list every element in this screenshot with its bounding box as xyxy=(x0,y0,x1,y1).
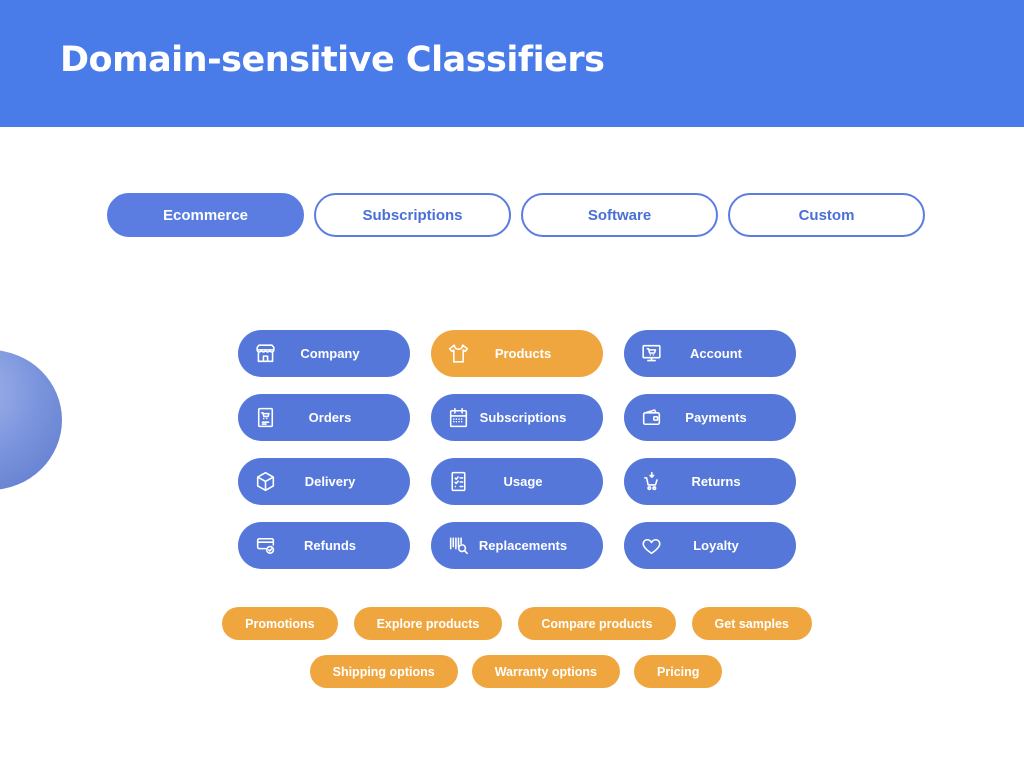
package-icon xyxy=(252,469,278,495)
category-loyalty[interactable]: Loyalty xyxy=(624,522,796,569)
chip-promotions[interactable]: Promotions xyxy=(222,607,338,640)
intent-chips-row2: Shipping options Warranty options Pricin… xyxy=(4,655,1024,688)
category-label: Replacements xyxy=(478,538,568,553)
wallet-icon xyxy=(638,405,664,431)
category-label: Account xyxy=(690,346,742,361)
monitor-cart-icon xyxy=(638,341,664,367)
category-label: Orders xyxy=(308,410,352,425)
category-label: Returns xyxy=(691,474,741,489)
chip-explore-products[interactable]: Explore products xyxy=(353,607,503,640)
category-label: Delivery xyxy=(304,474,356,489)
storefront-icon xyxy=(252,341,278,367)
category-company[interactable]: Company xyxy=(238,330,410,377)
tab-ecommerce[interactable]: Ecommerce xyxy=(107,193,304,237)
category-usage[interactable]: Usage xyxy=(431,458,603,505)
card-check-icon xyxy=(252,533,278,559)
category-delivery[interactable]: Delivery xyxy=(238,458,410,505)
calendar-icon xyxy=(445,405,471,431)
heart-icon xyxy=(638,533,664,559)
category-products[interactable]: Products xyxy=(431,330,603,377)
category-label: Payments xyxy=(685,410,747,425)
category-orders[interactable]: Orders xyxy=(238,394,410,441)
tab-subscriptions[interactable]: Subscriptions xyxy=(314,193,511,237)
category-replacements[interactable]: Replacements xyxy=(431,522,603,569)
chip-warranty-options[interactable]: Warranty options xyxy=(471,655,621,688)
category-account[interactable]: Account xyxy=(624,330,796,377)
category-refunds[interactable]: Refunds xyxy=(238,522,410,569)
domain-tabs: Ecommerce Subscriptions Software Custom xyxy=(107,193,925,237)
chip-pricing[interactable]: Pricing xyxy=(634,655,723,688)
category-returns[interactable]: Returns xyxy=(624,458,796,505)
category-payments[interactable]: Payments xyxy=(624,394,796,441)
chip-shipping-options[interactable]: Shipping options xyxy=(309,655,458,688)
category-label: Company xyxy=(300,346,360,361)
category-label: Loyalty xyxy=(693,538,739,553)
barcode-search-icon xyxy=(445,533,471,559)
header-band: Domain-sensitive Classifiers xyxy=(0,0,1024,127)
cart-return-icon xyxy=(638,469,664,495)
intent-chips-row1: Promotions Explore products Compare prod… xyxy=(5,607,1024,640)
category-label: Refunds xyxy=(304,538,356,553)
category-subscriptions[interactable]: Subscriptions xyxy=(431,394,603,441)
receipt-cart-icon xyxy=(252,405,278,431)
decorative-sphere xyxy=(0,350,62,490)
page-title: Domain-sensitive Classifiers xyxy=(60,40,605,80)
tshirt-icon xyxy=(445,341,471,367)
chip-compare-products[interactable]: Compare products xyxy=(518,607,676,640)
category-label: Usage xyxy=(503,474,543,489)
category-label: Subscriptions xyxy=(479,410,567,425)
checklist-icon xyxy=(445,469,471,495)
tab-software[interactable]: Software xyxy=(521,193,718,237)
category-label: Products xyxy=(494,346,552,361)
chip-get-samples[interactable]: Get samples xyxy=(691,607,812,640)
tab-custom[interactable]: Custom xyxy=(728,193,925,237)
category-grid: Company Products Account Orders Subscrip xyxy=(238,330,796,569)
